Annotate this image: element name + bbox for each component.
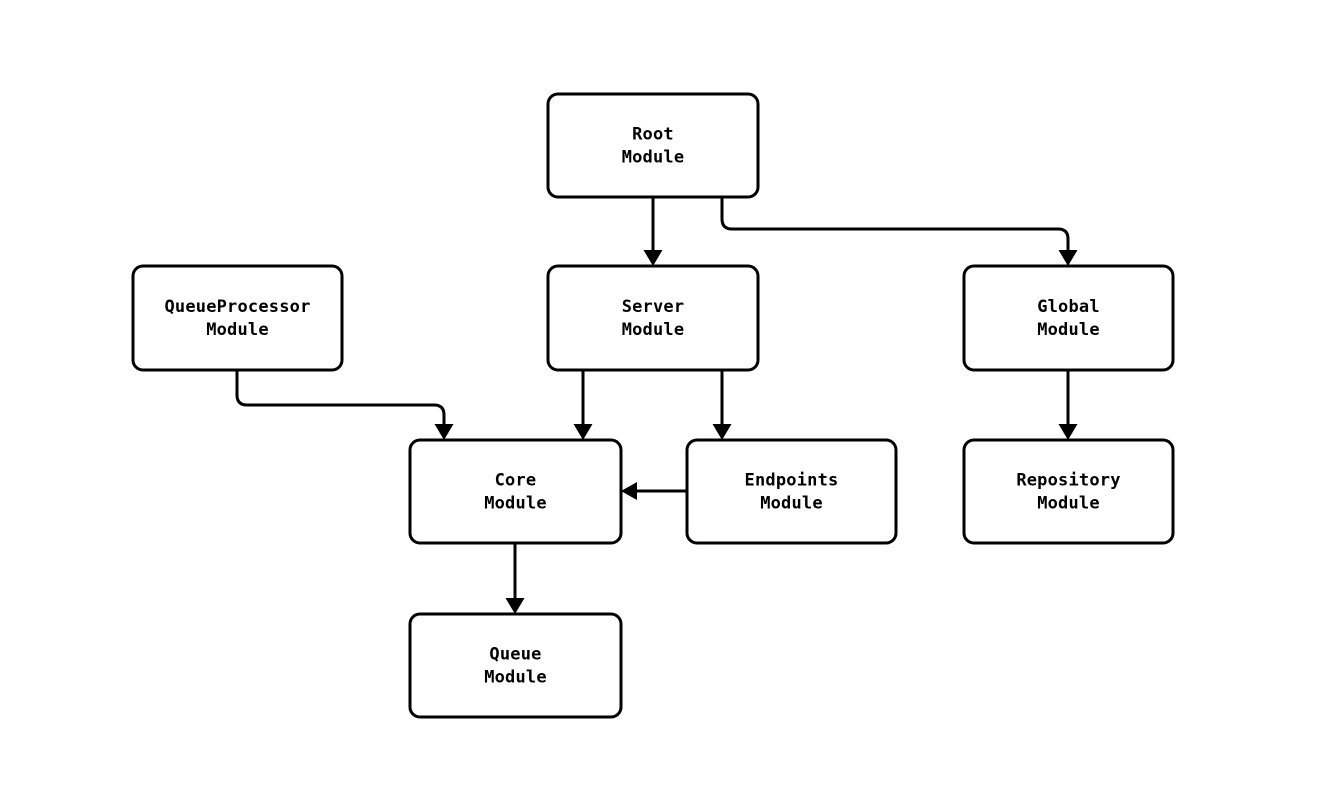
node-label-line1-repository: Repository <box>1016 471 1120 491</box>
node-box-core[interactable] <box>408 438 623 545</box>
node-label-line1-queue: Queue <box>489 645 541 665</box>
arrowhead-down <box>712 424 732 440</box>
node-box-global[interactable] <box>962 264 1175 372</box>
node-label-line1-endpoints: Endpoints <box>745 471 839 491</box>
node-label-line2-global: Module <box>1037 320 1100 340</box>
node-box-endpoints[interactable] <box>685 438 898 545</box>
edges-layer <box>235 197 1078 614</box>
edge-server-to-core <box>573 370 593 440</box>
nodes-layer: RootModuleQueueProcessorModuleServerModu… <box>131 92 1175 719</box>
node-label-line2-core: Module <box>484 494 547 514</box>
node-label-line1-global: Global <box>1037 297 1100 317</box>
node-label-line2-endpoints: Module <box>760 494 823 514</box>
node-box-queueprocessor[interactable] <box>131 264 344 372</box>
node-label-line1-server: Server <box>622 297 685 317</box>
edge-server-to-endpoints <box>712 370 732 440</box>
arrowhead-down <box>434 424 454 440</box>
edge-root-to-global <box>720 197 1078 266</box>
node-label-line2-queueprocessor: Module <box>206 320 269 340</box>
node-box-queue[interactable] <box>408 612 623 719</box>
node-label-line2-server: Module <box>622 320 685 340</box>
node-box-repository[interactable] <box>962 438 1175 545</box>
node-label-line2-queue: Module <box>484 668 547 688</box>
arrowhead-down <box>573 424 593 440</box>
arrowhead-down <box>1058 424 1078 440</box>
edge-line <box>235 370 446 430</box>
arrowhead-down <box>505 598 525 614</box>
node-label-line2-repository: Module <box>1037 494 1100 514</box>
node-box-server[interactable] <box>546 264 760 372</box>
node-label-line2-root: Module <box>622 148 685 168</box>
edge-root-to-server <box>643 197 663 266</box>
edge-line <box>720 197 1070 256</box>
edge-global-to-repository <box>1058 370 1078 440</box>
node-label-line1-core: Core <box>495 471 537 491</box>
node-label-line1-root: Root <box>632 125 674 145</box>
edge-endpoints-to-core <box>621 482 687 500</box>
edge-core-to-queue <box>505 543 525 614</box>
arrowhead-down <box>643 250 663 266</box>
arrowhead-down <box>1058 250 1078 266</box>
edge-queueprocessor-to-core <box>235 370 454 440</box>
node-label-line1-queueprocessor: QueueProcessor <box>164 297 310 317</box>
node-box-root[interactable] <box>546 92 760 199</box>
arrowhead-left <box>621 482 637 500</box>
